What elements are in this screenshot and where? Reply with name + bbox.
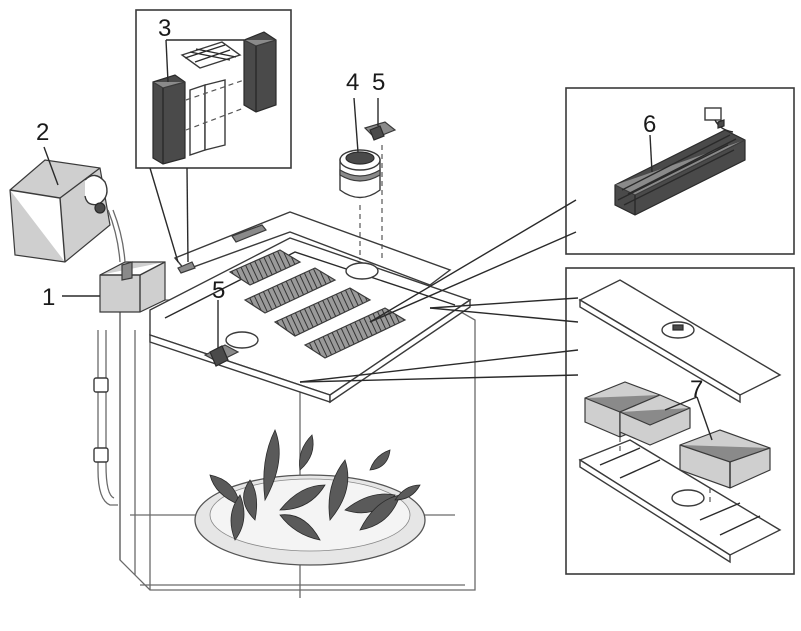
- cover-inset: [565, 267, 795, 575]
- label-5-lid: 5: [212, 277, 225, 304]
- label-3: 3: [158, 15, 171, 42]
- label-1: 1: [42, 284, 55, 311]
- label-2: 2: [36, 119, 49, 146]
- tank-lid: [149, 211, 472, 404]
- light-inset: [565, 87, 795, 255]
- plant-bed: [194, 429, 426, 566]
- label-6: 6: [643, 111, 656, 138]
- fan-unit: [339, 149, 381, 260]
- label-4: 4: [346, 69, 359, 96]
- label-5-top: 5: [372, 69, 385, 96]
- reservoir-cup: [99, 261, 166, 313]
- leader-lines: [43, 39, 713, 441]
- water-bottle: [9, 159, 126, 263]
- filter-inset: [135, 9, 292, 169]
- connector-top: [363, 121, 397, 260]
- label-7: 7: [690, 376, 703, 403]
